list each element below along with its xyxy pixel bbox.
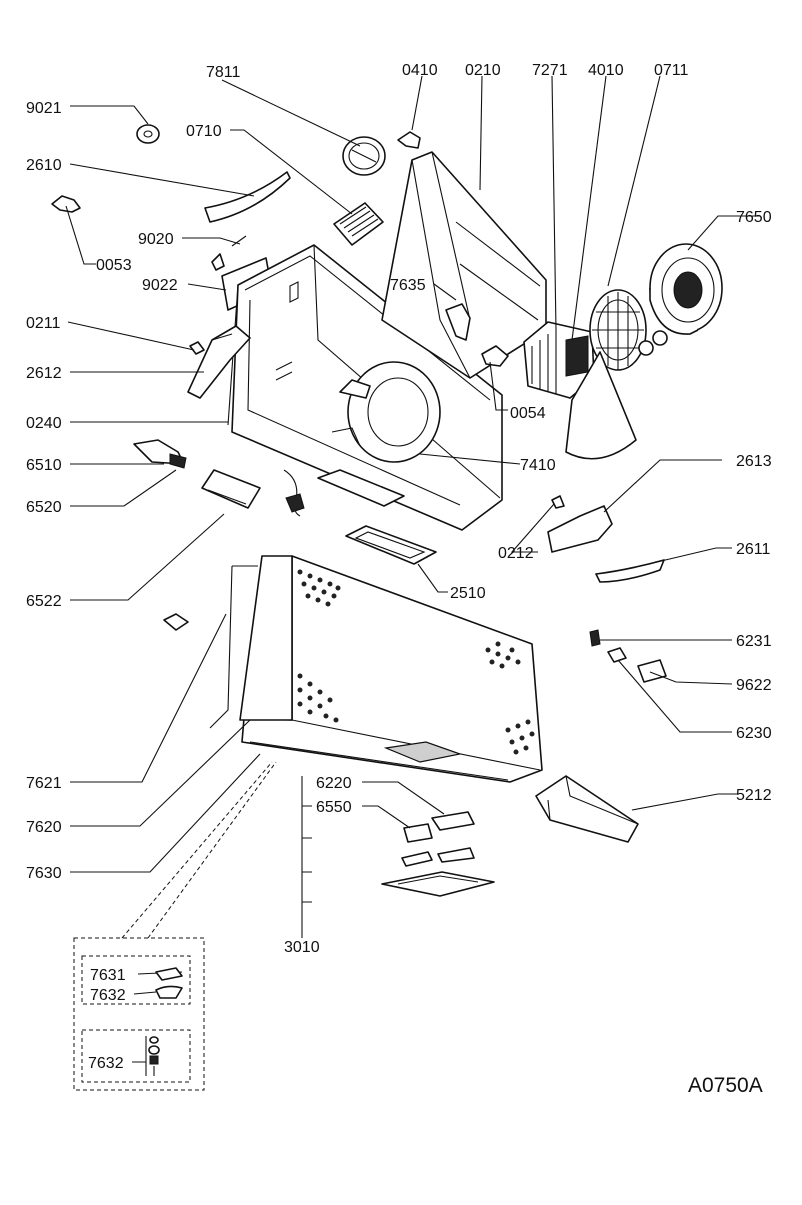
kit-box-7630 (73, 937, 205, 1091)
part-0053-clip (51, 195, 81, 213)
part-power-cord (283, 469, 305, 517)
label-0211: 0211 (26, 315, 61, 332)
part-2510-frame (345, 525, 437, 565)
label-7811: 7811 (206, 64, 241, 81)
part-6230-switch (607, 647, 627, 663)
part-2611-trim (595, 559, 665, 583)
label-2610: 2610 (26, 157, 62, 174)
label-7632-bottom: 7632 (88, 1055, 124, 1072)
part-0054-clip (481, 345, 509, 367)
label-0054: 0054 (510, 405, 546, 422)
part-6510-lamp (133, 439, 187, 469)
label-7650: 7650 (736, 209, 772, 226)
part-5212-cover (535, 775, 639, 843)
part-9020-pin (211, 235, 247, 271)
diagram-reference: A0750A (688, 1074, 763, 1097)
label-6522: 6522 (26, 593, 62, 610)
part-0211-clip (189, 341, 205, 355)
leader-lines (65, 75, 760, 1076)
label-0053: 0053 (96, 257, 132, 274)
part-7410-fan-ring (331, 361, 441, 463)
label-2510: 2510 (450, 585, 486, 602)
part-labels: 9021 7811 0410 0210 7271 4010 0711 0710 … (26, 62, 772, 1097)
label-6520: 6520 (26, 499, 62, 516)
part-6522-bracket (201, 469, 261, 509)
label-9020: 9020 (138, 231, 174, 248)
label-0240: 0240 (26, 415, 62, 432)
label-6510: 6510 (26, 457, 62, 474)
part-0410-bracket (397, 131, 421, 149)
label-7621: 7621 (26, 775, 62, 792)
part-vent-strip (317, 469, 405, 507)
part-7811-lamp-cover (342, 136, 386, 176)
label-6230: 6230 (736, 725, 772, 742)
part-6220-switch (431, 811, 475, 831)
label-0710: 0710 (186, 123, 222, 140)
label-9622: 9622 (736, 677, 772, 694)
part-7621-rod (209, 565, 258, 729)
label-7410: 7410 (520, 457, 556, 474)
part-0710-grille (333, 202, 384, 246)
label-2611: 2611 (736, 541, 771, 558)
part-duct-cone (565, 351, 637, 460)
part-7620-lower-body (239, 555, 543, 783)
part-7650-filter (649, 243, 723, 335)
part-0212-clip (551, 495, 565, 509)
label-0711: 0711 (654, 62, 689, 79)
label-4010: 4010 (588, 62, 624, 79)
label-0210: 0210 (465, 62, 501, 79)
part-9021-ring (136, 124, 160, 144)
label-2613: 2613 (736, 453, 772, 470)
label-2612: 2612 (26, 365, 62, 382)
label-7632-top: 7632 (90, 987, 126, 1004)
label-0410: 0410 (402, 62, 438, 79)
part-6231-switch (589, 629, 601, 647)
part-2612-trim (187, 325, 251, 399)
part-2613-trim (547, 505, 613, 553)
part-0210-chimney (381, 151, 547, 379)
label-7620: 7620 (26, 819, 62, 836)
label-0212: 0212 (498, 545, 534, 562)
label-7630: 7630 (26, 865, 62, 882)
label-6220: 6220 (316, 775, 352, 792)
label-9022: 9022 (142, 277, 178, 294)
label-3010: 3010 (284, 939, 320, 956)
label-6550: 6550 (316, 799, 352, 816)
label-7631: 7631 (90, 967, 126, 984)
part-6550-switch (403, 823, 433, 843)
label-6231: 6231 (736, 633, 772, 650)
part-3010-brackets (381, 847, 495, 897)
part-4010-disc (589, 289, 647, 371)
part-0711-nuts (638, 330, 668, 356)
part-small-clip (163, 613, 189, 631)
part-7635-bracket (445, 303, 471, 341)
part-perforations (297, 569, 535, 755)
label-7271: 7271 (532, 62, 568, 79)
label-9021: 9021 (26, 100, 62, 117)
part-2610-trim (204, 171, 291, 223)
label-7635: 7635 (390, 277, 426, 294)
part-9622-label (637, 659, 667, 683)
label-5212: 5212 (736, 787, 772, 804)
